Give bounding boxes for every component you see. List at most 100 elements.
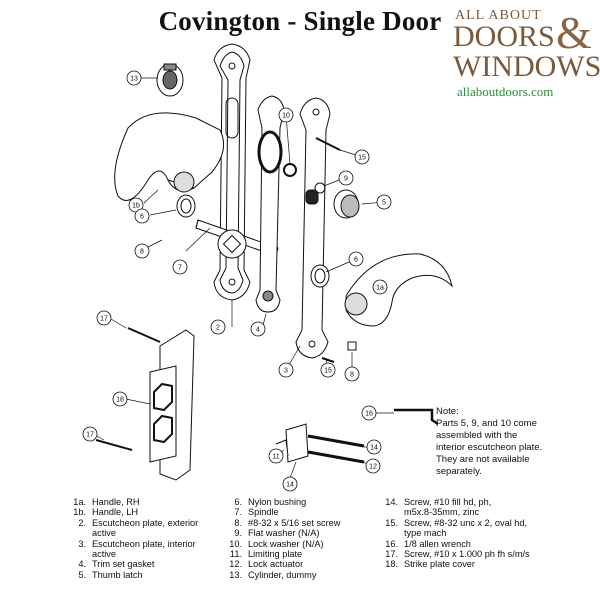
legend-item: type mach — [372, 528, 592, 538]
legend-item-text: Lock actuator — [248, 559, 304, 570]
note-line: interior escutcheon plate. — [436, 442, 543, 453]
legend-item-number: 13. — [229, 569, 242, 580]
escutcheon-lock-assembly — [217, 229, 247, 259]
nylon-bushing-right — [310, 264, 330, 288]
callout-circle — [278, 107, 294, 123]
legend-item-number: 5. — [78, 569, 86, 580]
legend-item-number: 7. — [234, 507, 242, 518]
legend-item-text: Screw, #10 fill hd, ph, — [404, 497, 492, 507]
legend-item-text: 1/8 allen wrench — [404, 538, 471, 549]
legend-item-text: Cylinder, dummy — [248, 569, 317, 580]
strike-screws — [95, 327, 161, 451]
legend-item-number — [60, 549, 86, 559]
legend-item: 2.Escutcheon plate, exterior — [60, 518, 230, 528]
callout-label: 7 — [178, 265, 182, 272]
callout-label: 14 — [370, 445, 378, 452]
callout-label: 8 — [140, 249, 144, 256]
note-line: separately. — [436, 466, 482, 477]
legend-item: active — [60, 528, 230, 538]
legend-item: 13. Cylinder, dummy — [216, 570, 386, 580]
legend-item-number: 1a. — [73, 497, 86, 507]
callout-circle — [344, 366, 360, 382]
callout-label: 3 — [284, 368, 288, 375]
callout-label: 9 — [344, 176, 348, 183]
mounting-screws — [315, 137, 341, 363]
callout-circle — [372, 279, 388, 295]
callout-circle — [172, 259, 188, 275]
legend-item-text: Lock washer (N/A) — [248, 538, 324, 549]
exterior-handle — [114, 112, 225, 201]
callout-circle — [338, 170, 354, 186]
legend-item: 1b.Handle, LH — [60, 507, 230, 517]
legend-item-text: Escutcheon plate, interior — [92, 538, 196, 549]
interior-handle — [344, 253, 453, 327]
callout-label: 6 — [140, 214, 144, 221]
callout-circle — [134, 243, 150, 259]
legend-item-number: 15. — [385, 517, 398, 528]
callout-circle — [210, 319, 226, 335]
legend-item-text: Limiting plate — [248, 549, 303, 560]
callout-label: 18 — [116, 397, 124, 404]
callout-label: 16 — [365, 411, 373, 418]
logo-ampersand: & — [556, 7, 592, 58]
callout-label: 17 — [100, 316, 108, 323]
legend-item-number: 14. — [385, 497, 398, 507]
callout-circle — [82, 426, 98, 442]
callout-circle — [250, 321, 266, 337]
legend-item-number: 10. — [229, 538, 242, 549]
legend-item-text: Strike plate cover — [404, 559, 475, 570]
assembly-note: Note: Parts 5, 9, and 10 come assembled … — [436, 406, 586, 478]
callout-label: 8 — [350, 372, 354, 379]
diagram-title: Covington - Single Door — [158, 6, 442, 36]
note-line: They are not available — [436, 454, 530, 465]
callout-label: 10 — [282, 113, 290, 120]
legend-item: 12.Lock actuator — [216, 559, 386, 569]
callout-label: 17 — [86, 432, 94, 439]
set-screw — [347, 341, 357, 351]
legend-item-text: Thumb latch — [92, 569, 143, 580]
legend-item-text: Nylon bushing — [248, 497, 307, 507]
callout-label: 15 — [324, 368, 332, 375]
legend-item-number: 8. — [234, 517, 242, 528]
callout-label: 13 — [130, 76, 138, 83]
strike-plate-cover — [149, 329, 195, 481]
legend-item-number: 16. — [385, 538, 398, 549]
legend-item: 18. Strike plate cover — [372, 559, 592, 569]
legend-column-2: 6. Nylon bushing 7. Spindle 8. #8-32 x 5/16 s… — [216, 497, 386, 580]
trim-set-gasket — [255, 95, 285, 313]
legend-item-number: 6. — [234, 497, 242, 507]
callout-label: 2 — [216, 325, 220, 332]
legend-item-text: Handle, LH — [92, 507, 138, 518]
legend-item-text: active — [92, 549, 117, 560]
legend-item-number: 2. — [78, 517, 86, 528]
legend-item-text: Spindle — [248, 507, 279, 518]
allen-wrench — [394, 408, 439, 426]
legend-item-text: Flat washer (N/A) — [248, 528, 320, 539]
legend-item-number — [60, 528, 86, 538]
legend-item: 1a.Handle, RH — [60, 497, 230, 507]
legend-item-number: 11. — [229, 549, 242, 560]
exterior-escutcheon-plate — [213, 43, 251, 301]
legend-item: 3.Escutcheon plate, interior — [60, 539, 230, 549]
callout-label: 5 — [382, 200, 386, 207]
legend-item: 6. Nylon bushing — [216, 497, 386, 507]
legend-item-number — [372, 528, 398, 538]
callout-label: 1b — [132, 203, 140, 210]
legend-item: 11. Limiting plate — [216, 549, 386, 559]
callout-circle — [282, 476, 298, 492]
callout-circle — [366, 439, 382, 455]
interior-escutcheon-plate — [295, 97, 331, 359]
note-line: assembled with the — [436, 430, 518, 441]
callout-label: 12 — [369, 464, 377, 471]
callout-circle — [354, 149, 370, 165]
logo-line-windows: WINDOWS — [453, 50, 600, 83]
legend-item-number: 18. — [385, 559, 398, 570]
callout-circle — [268, 448, 284, 464]
legend-item-text: #8-32 x 5/16 set screw — [248, 517, 341, 528]
note-line: Parts 5, 9, and 10 come — [436, 418, 537, 429]
legend-item-number: 4. — [78, 559, 86, 570]
callout-circle — [112, 391, 128, 407]
legend-item: active — [60, 549, 230, 559]
legend-item: 8. #8-32 x 5/16 set screw — [216, 518, 386, 528]
legend-item: 9.Flat washer (N/A) — [216, 528, 386, 538]
